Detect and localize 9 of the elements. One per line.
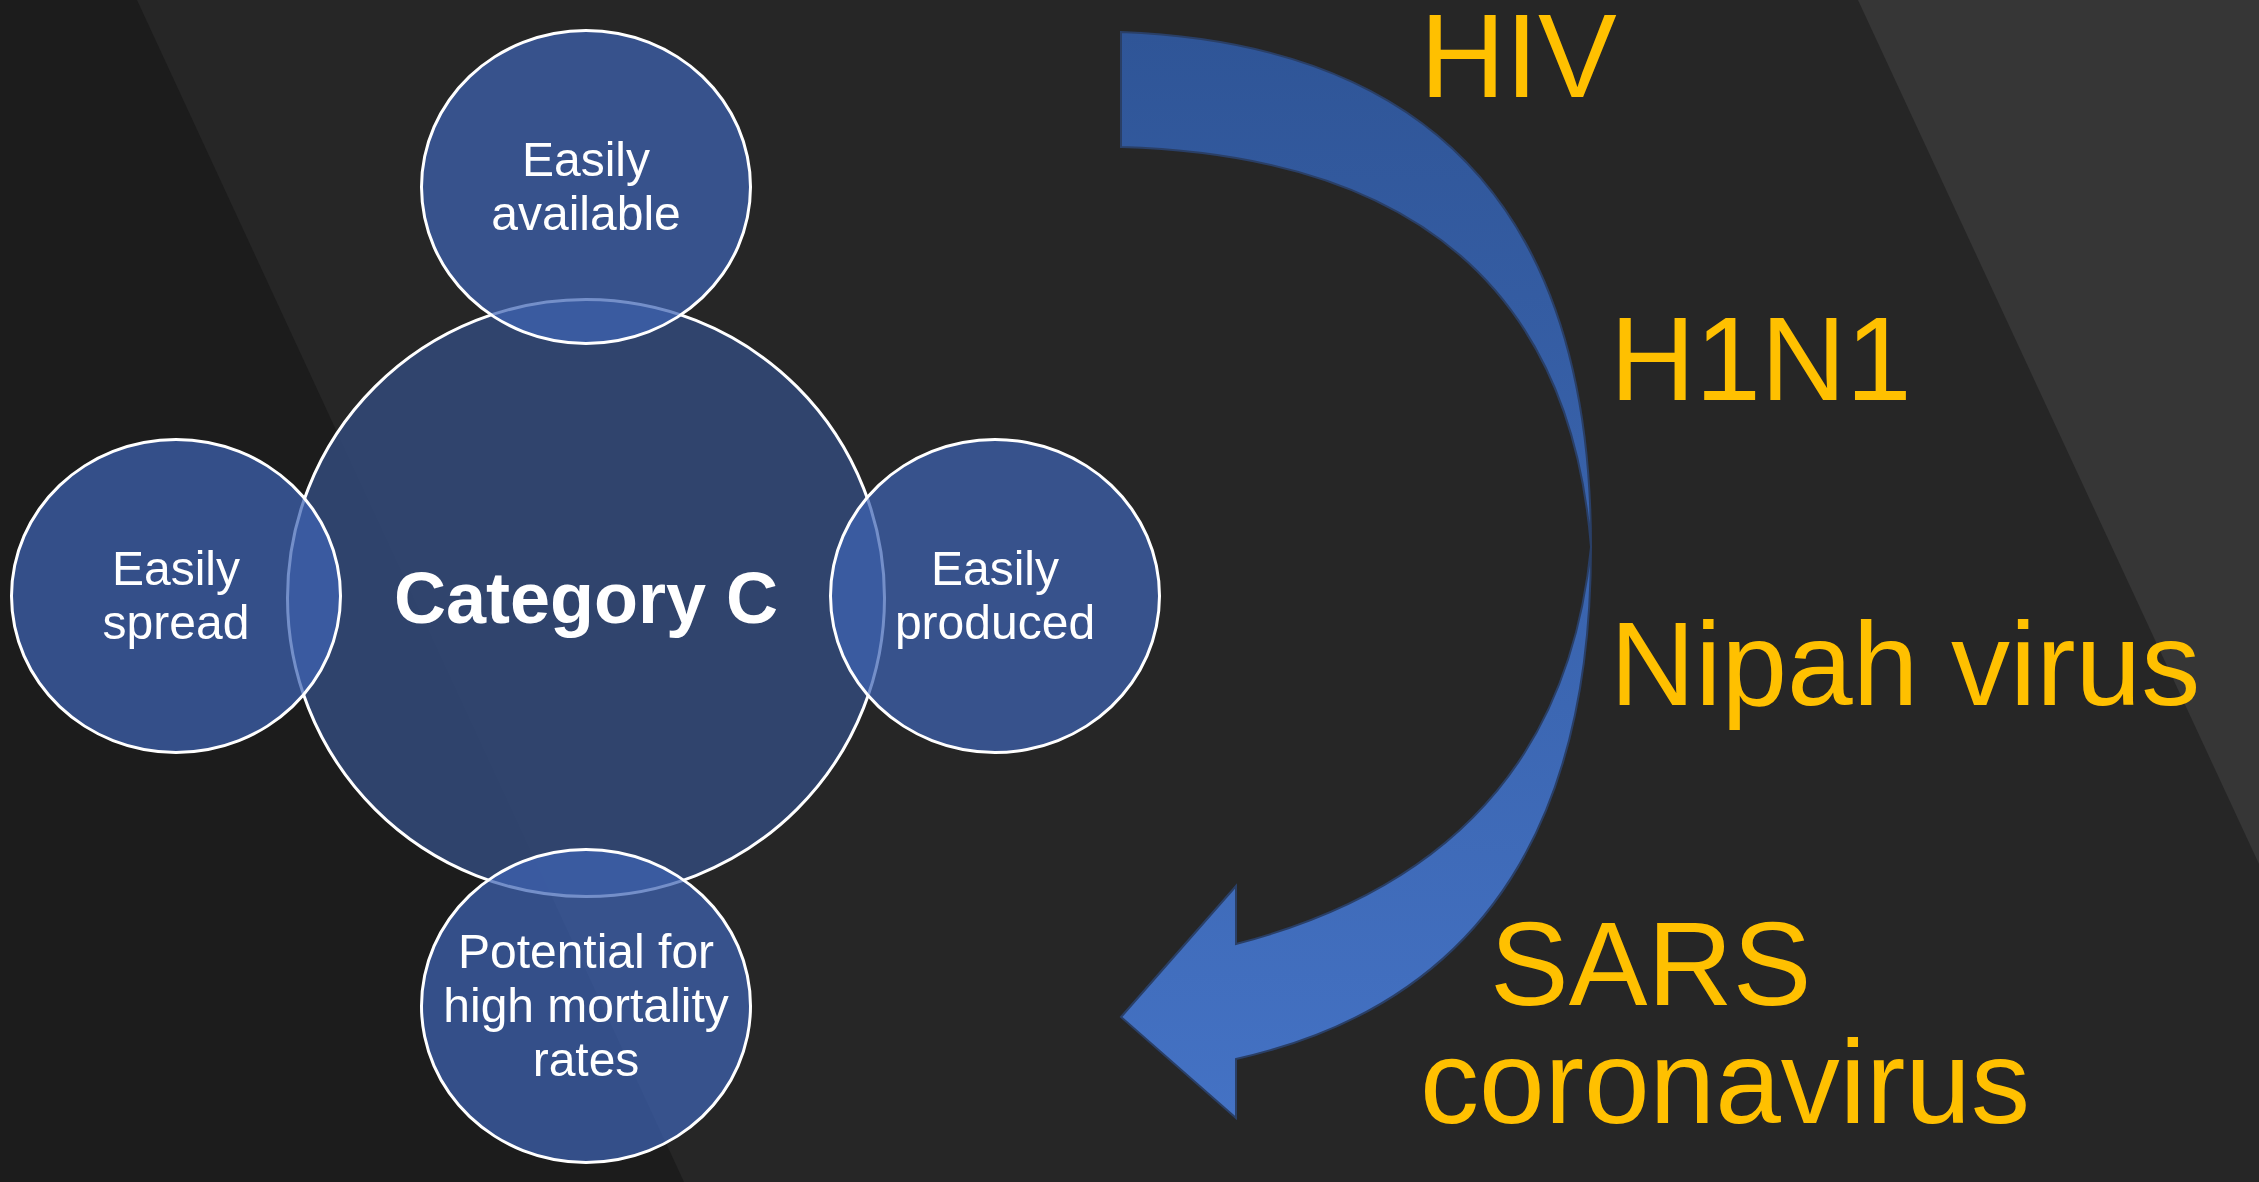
category-title: Category C xyxy=(393,557,779,639)
feature-text: Easily available xyxy=(490,133,682,241)
feature-text: Easily produced xyxy=(893,542,1097,650)
feature-text: Potential for high mortality rates xyxy=(442,925,730,1087)
virus-label: Nipah virus xyxy=(1610,600,2201,730)
virus-label: H1N1 xyxy=(1610,295,1912,425)
feature-text: Easily spread xyxy=(101,542,251,650)
virus-label: HIV xyxy=(1420,0,1617,122)
virus-label: SARS coronavirus xyxy=(1420,905,2031,1141)
